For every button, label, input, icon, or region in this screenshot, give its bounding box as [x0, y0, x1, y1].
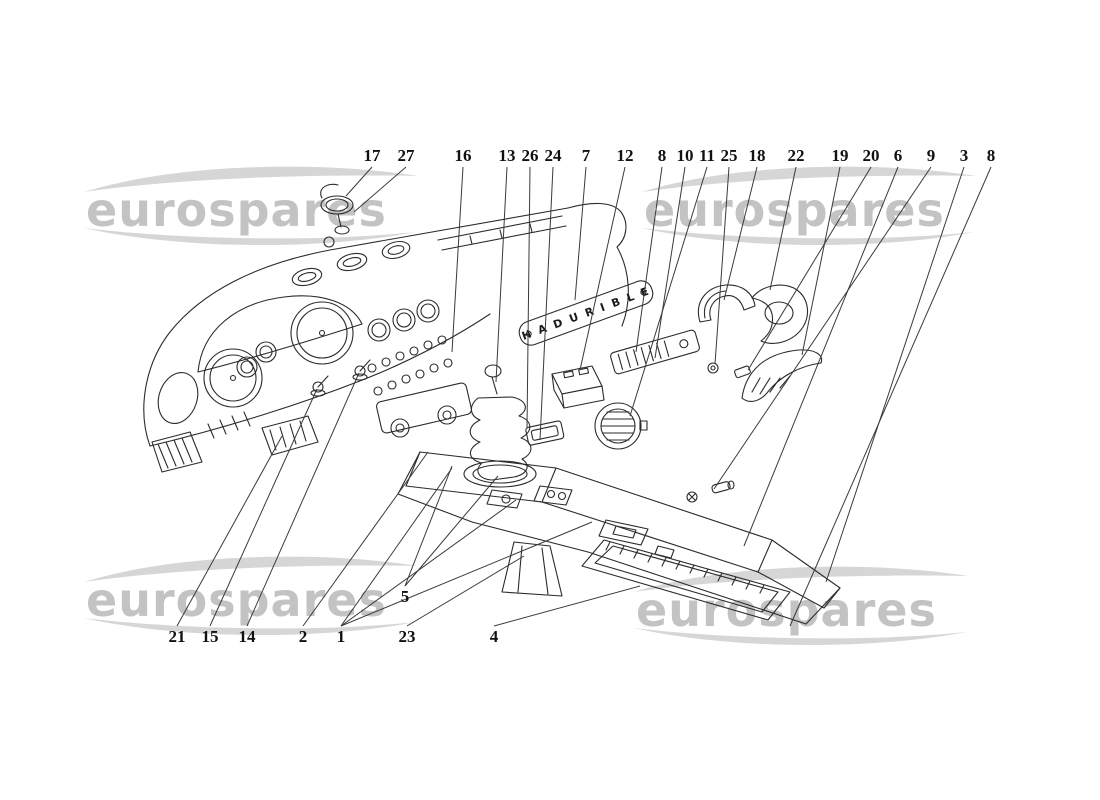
toggle-switches — [310, 359, 371, 397]
callout-2: 2 — [298, 627, 308, 646]
leader-line-5 — [404, 475, 499, 587]
callout-1: 1 — [336, 627, 346, 646]
gear-lever-boot — [463, 364, 537, 488]
callout-11: 11 — [698, 146, 716, 165]
callout-8: 8 — [657, 146, 667, 165]
rubber-mat — [581, 539, 791, 621]
small-fasteners — [686, 362, 751, 503]
callout-16: 16 — [454, 146, 472, 165]
callout-5: 5 — [400, 587, 410, 606]
leader-line-13 — [495, 166, 508, 383]
console-pocket — [525, 420, 565, 446]
ashtray-artwork — [320, 183, 354, 235]
leader-line-23 — [406, 555, 525, 627]
leader-line-20 — [747, 166, 872, 371]
leader-line-18 — [723, 166, 758, 301]
leader-line-15 — [209, 388, 318, 627]
leader-line-19 — [801, 166, 841, 356]
console-artwork — [397, 451, 841, 625]
leader-line-11 — [629, 166, 708, 417]
hatched-plate — [610, 329, 700, 375]
callout-13: 13 — [498, 146, 516, 165]
leader-line-7 — [574, 166, 587, 301]
switch-box — [551, 365, 605, 409]
leader-line-10 — [654, 166, 686, 359]
leader-lines — [176, 166, 992, 627]
leader-line-3 — [825, 166, 965, 583]
callout-3: 3 — [959, 146, 969, 165]
callout-4: 4 — [489, 627, 499, 646]
leader-line-2 — [302, 451, 429, 627]
under-dash-panel — [261, 415, 319, 456]
leader-line-4 — [493, 585, 641, 627]
callout-8: 8 — [986, 146, 996, 165]
vent-grille — [594, 402, 648, 450]
callout-10: 10 — [676, 146, 694, 165]
callout-24: 24 — [544, 146, 562, 165]
leader-line-26 — [526, 166, 531, 429]
callout-9: 9 — [926, 146, 936, 165]
callout-25: 25 — [720, 146, 738, 165]
callout-23: 23 — [398, 627, 416, 646]
leader-line-14 — [246, 372, 360, 627]
leader-line-17 — [345, 166, 373, 197]
leader-line-5 — [404, 465, 453, 587]
leader-line-6 — [743, 166, 899, 547]
leader-line-8 — [635, 166, 663, 353]
callout-20: 20 — [862, 146, 880, 165]
callout-12: 12 — [616, 146, 634, 165]
callout-18: 18 — [748, 146, 766, 165]
column-shroud-right — [751, 284, 809, 344]
callout-26: 26 — [521, 146, 539, 165]
leader-line-1 — [340, 467, 453, 627]
leader-line-27 — [353, 166, 407, 213]
callout-6: 6 — [893, 146, 903, 165]
callout-15: 15 — [201, 627, 219, 646]
callout-27: 27 — [397, 146, 415, 165]
leader-line-16 — [451, 166, 464, 353]
leader-line-21 — [176, 435, 283, 627]
leader-line-1 — [340, 521, 593, 627]
leader-line-12 — [579, 166, 626, 371]
leader-line-1 — [340, 499, 517, 627]
column-shroud-lower — [741, 349, 823, 402]
callout-22: 22 — [787, 146, 805, 165]
callout-14: 14 — [238, 627, 256, 646]
leader-line-25 — [714, 166, 730, 365]
callout-17: 17 — [363, 146, 381, 165]
leader-line-22 — [769, 166, 797, 291]
leader-line-8 — [789, 166, 992, 627]
callout-21: 21 — [168, 627, 186, 646]
callout-19: 19 — [831, 146, 849, 165]
column-shroud-left — [698, 284, 756, 323]
leader-line-9 — [713, 166, 932, 490]
callout-7: 7 — [581, 146, 591, 165]
dashboard-artwork — [143, 203, 629, 473]
leader-line-24 — [539, 166, 554, 441]
